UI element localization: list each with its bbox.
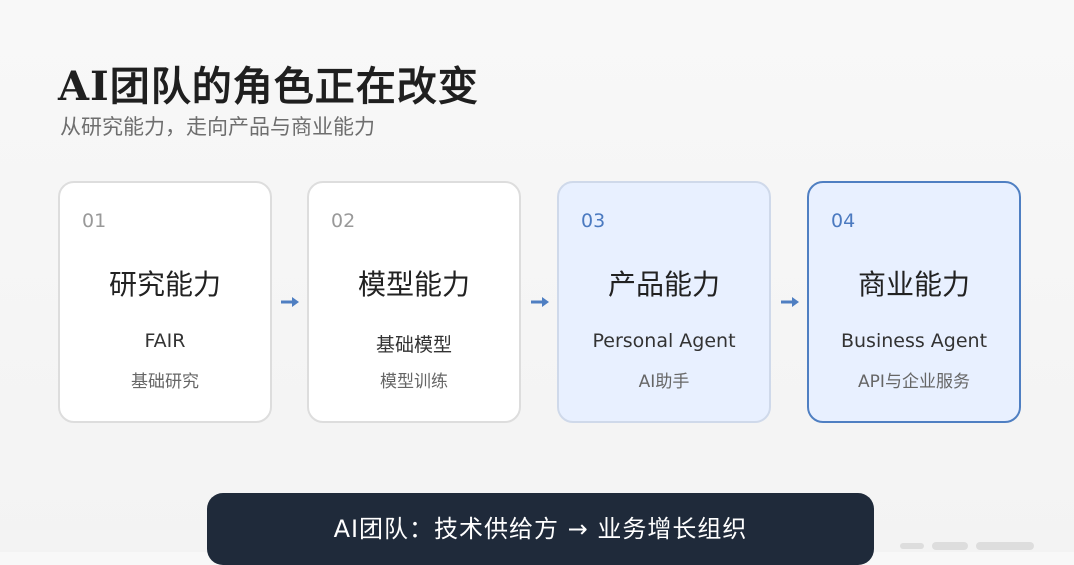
stage-number: 02 — [331, 210, 356, 232]
stage-heading: 产品能力 — [607, 268, 720, 301]
stage-card-3: 03 产品能力 Personal Agent AI助手 — [557, 181, 771, 423]
arrow-right-icon — [781, 297, 799, 307]
stage-number: 01 — [82, 210, 107, 232]
stage-heading: 商业能力 — [857, 268, 970, 301]
stage-label: Business Agent — [840, 330, 988, 352]
summary-banner: AI团队：技术供给方 → 业务增长组织 — [207, 493, 874, 565]
stage-card-1: 01 研究能力 FAIR 基础研究 — [58, 181, 272, 423]
page-title: AI团队的角色正在改变 — [58, 63, 479, 110]
stage-label: FAIR — [144, 330, 186, 352]
watermark-logo — [900, 542, 1034, 550]
stage-card-4: 04 商业能力 Business Agent API与企业服务 — [807, 181, 1021, 423]
stage-card-2: 02 模型能力 基础模型 模型训练 — [307, 181, 521, 423]
stage-label: 基础模型 — [375, 334, 452, 356]
stage-description: 基础研究 — [131, 372, 199, 392]
stage-description: API与企业服务 — [858, 372, 970, 392]
stage-heading: 研究能力 — [108, 268, 221, 301]
slide: AI团队的角色正在改变 从研究能力，走向产品与商业能力 01 研究能力 FAIR… — [58, 63, 1034, 565]
summary-banner-text: AI团队：技术供给方 → 业务增长组织 — [333, 515, 748, 543]
stage-label: Personal Agent — [592, 330, 736, 352]
stage-description: 模型训练 — [380, 372, 448, 392]
arrow-right-icon — [531, 297, 549, 307]
stage-number: 03 — [581, 210, 606, 232]
stage-number: 04 — [831, 210, 856, 232]
stage-description: AI助手 — [638, 372, 690, 392]
arrow-right-icon — [281, 297, 299, 307]
page-subtitle: 从研究能力，走向产品与商业能力 — [60, 115, 375, 139]
stage-heading: 模型能力 — [357, 268, 470, 301]
